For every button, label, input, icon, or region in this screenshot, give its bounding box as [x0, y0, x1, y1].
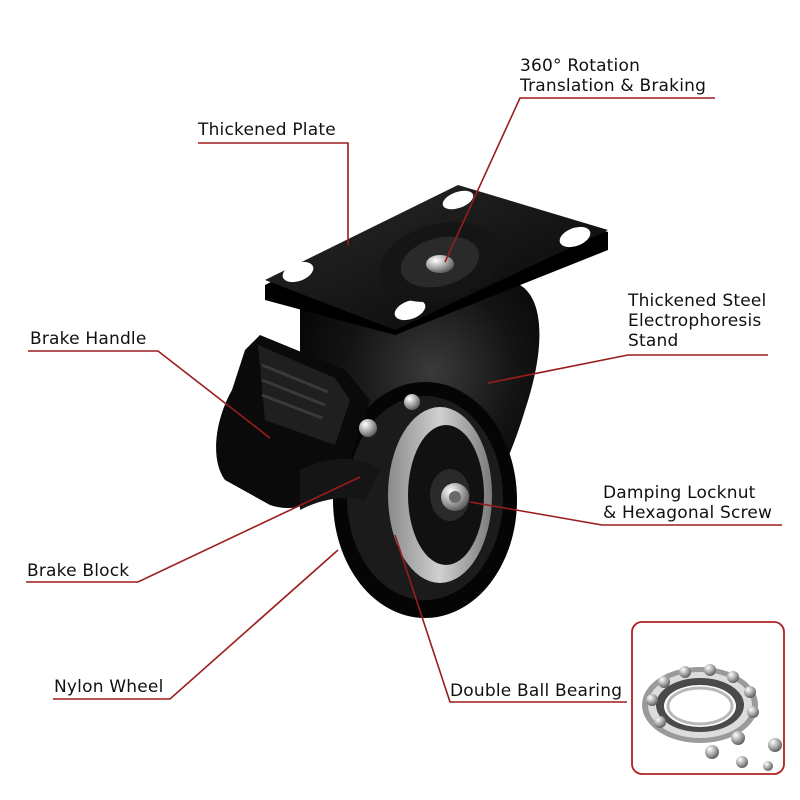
- ball-bearing-photo: [642, 664, 782, 771]
- label-steel-stand-line-1: Thickened Steel: [628, 291, 767, 311]
- leader-rotation: [444, 97, 715, 263]
- label-brake-block: Brake Block: [27, 561, 130, 581]
- leader-thickened-plate: [198, 142, 349, 245]
- leader-brake-handle: [28, 350, 271, 439]
- label-rotation-line-2: Translation & Braking: [520, 76, 707, 96]
- label-brake-handle: Brake Handle: [30, 329, 147, 349]
- label-steel-stand-line-2: Electrophoresis: [628, 311, 762, 331]
- brake-block: [300, 458, 380, 510]
- caster: [216, 185, 608, 618]
- label-locknut-line-2: & Hexagonal Screw: [603, 503, 773, 523]
- nylon-wheel: [333, 382, 517, 618]
- label-thickened-plate: Thickened Plate: [198, 120, 336, 140]
- leader-ball-bearing: [394, 534, 627, 703]
- bearing-inset: [631, 621, 785, 775]
- axle-nut: [441, 483, 469, 511]
- leader-locknut: [469, 501, 782, 526]
- leader-brake-block: [26, 476, 361, 583]
- leader-steel-stand: [487, 354, 768, 384]
- leader-nylon-wheel: [53, 549, 339, 700]
- label-ball-bearing: Double Ball Bearing: [450, 681, 623, 701]
- label-steel-stand: Thickened Steel Electrophoresis Stand: [628, 291, 766, 351]
- rivet: [404, 394, 420, 410]
- thickened-plate: [265, 185, 608, 335]
- label-locknut: Damping Locknut & Hexagonal Screw: [603, 483, 772, 523]
- label-rotation-line-1: 360° Rotation: [520, 56, 641, 76]
- leader-lines: [26, 97, 782, 703]
- label-steel-stand-line-3: Stand: [628, 331, 679, 351]
- label-rotation: 360° Rotation Translation & Braking: [520, 56, 706, 96]
- label-nylon-wheel: Nylon Wheel: [54, 677, 164, 697]
- label-locknut-line-1: Damping Locknut: [603, 483, 756, 503]
- rivet: [359, 419, 377, 437]
